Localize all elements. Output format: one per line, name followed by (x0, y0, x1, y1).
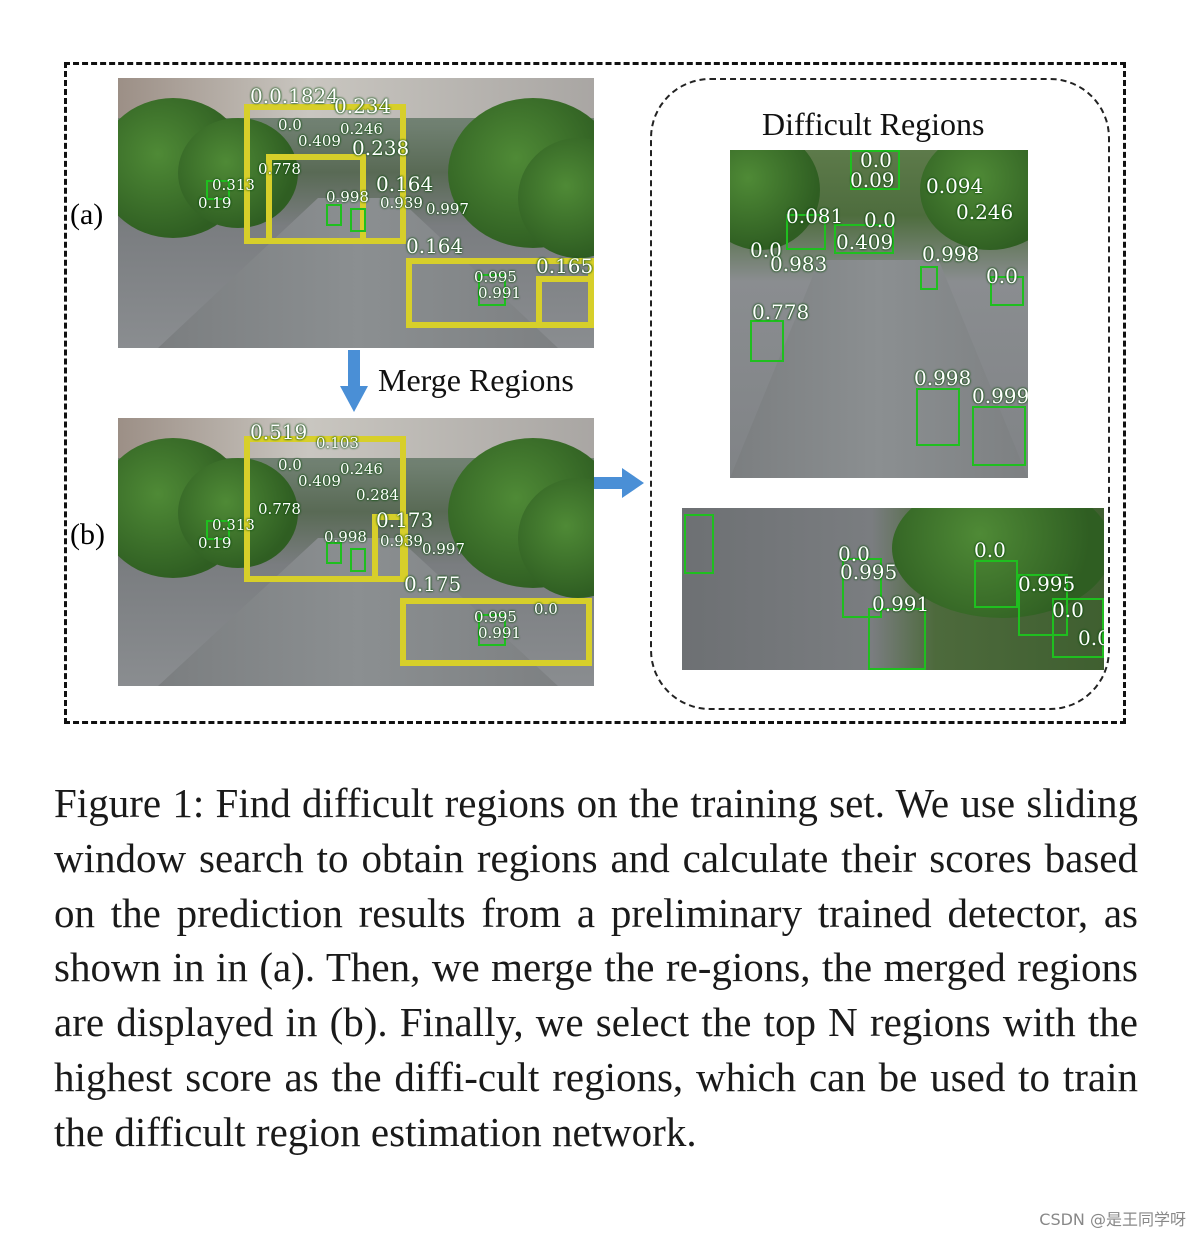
score-label: 0.234 (334, 94, 392, 118)
score-label: 0.246 (340, 120, 383, 138)
score-label: 0.246 (340, 460, 383, 478)
score-label: 0.0.1824 (250, 84, 340, 108)
score-label: 0.991 (478, 624, 521, 642)
score-label: 0.19 (198, 194, 232, 212)
difficult-region-crop-bottom: 0.0 0.995 0.991 0.0 0.995 0.0 0.0 (682, 508, 1104, 670)
score-label: 0.998 (922, 242, 980, 266)
score-label: 0.19 (198, 534, 232, 552)
score-label: 0.246 (956, 200, 1014, 224)
score-label: 0.939 (380, 194, 423, 212)
panel-b-label: (b) (70, 518, 105, 551)
score-label: 0.409 (836, 230, 894, 254)
arrow-down-icon (340, 350, 368, 412)
score-label: 0.284 (356, 486, 399, 504)
score-label: 0.778 (752, 300, 810, 324)
score-label: 0.983 (770, 252, 828, 276)
figure-outer-border (64, 62, 1126, 724)
panel-a-image: 0.0.1824 0.234 0.0 0.246 0.409 0.238 0.7… (118, 78, 594, 348)
score-label: 0.0 (838, 542, 870, 566)
score-label: 0.995 (474, 268, 517, 286)
score-label: 0.999 (972, 384, 1028, 408)
score-label: 0.997 (426, 200, 469, 218)
score-label: 0.0 (860, 150, 892, 172)
score-label: 0.939 (380, 532, 423, 550)
score-label: 0.094 (926, 174, 984, 198)
score-label: 0.081 (786, 204, 844, 228)
score-label: 0.995 (1018, 572, 1076, 596)
score-label: 0.175 (404, 572, 462, 596)
score-label: 0.0 (974, 538, 1006, 562)
score-label: 0.164 (406, 234, 464, 258)
score-label: 0.0 (1052, 598, 1084, 622)
score-label: 0.995 (840, 560, 898, 584)
score-label: 0.519 (250, 420, 308, 444)
score-label: 0.998 (914, 366, 972, 390)
score-label: 0.164 (376, 172, 434, 196)
score-label: 0.991 (478, 284, 521, 302)
score-label: 0.409 (298, 132, 341, 150)
score-label: 0.313 (212, 176, 255, 194)
panel-a-label: (a) (70, 198, 104, 231)
score-label: 0.0 (534, 600, 558, 618)
score-label: 0.173 (376, 508, 434, 532)
score-label: 0.0 (986, 264, 1018, 288)
score-label: 0.0 (864, 208, 896, 232)
score-label: 0.998 (326, 188, 369, 206)
watermark: CSDN @是王同学呀 (1039, 1210, 1186, 1229)
score-label: 0.998 (324, 528, 367, 546)
score-label: 0.238 (352, 136, 410, 160)
score-label: 0.778 (258, 160, 301, 178)
score-label: 0.991 (872, 592, 930, 616)
difficult-regions-title: Difficult Regions (762, 106, 985, 142)
score-label: 0.0 (278, 116, 302, 134)
score-label: 0.0 (278, 456, 302, 474)
figure-caption: Figure 1: Find difficult regions on the … (54, 780, 1138, 1155)
score-label: 0.997 (422, 540, 465, 558)
difficult-region-crop-top: 0.09 0.0 0.094 0.081 0.0 0.246 0.409 0.0… (730, 150, 1028, 478)
score-label: 0.995 (474, 608, 517, 626)
score-label: 0.778 (258, 500, 301, 518)
score-label: 0.313 (212, 516, 255, 534)
difficult-regions-border (650, 78, 1110, 710)
score-label: 0.0 (750, 238, 782, 262)
score-label: 0.09 (850, 168, 895, 192)
arrow-right-icon (594, 468, 644, 498)
panel-b-image: 0.519 0.103 0.0 0.246 0.409 0.284 0.778 … (118, 418, 594, 686)
score-label: 0.165 (536, 254, 594, 278)
score-label: 0.0 (1078, 626, 1104, 650)
merge-regions-label: Merge Regions (378, 362, 574, 398)
score-label: 0.103 (316, 434, 359, 452)
score-label: 0.409 (298, 472, 341, 490)
